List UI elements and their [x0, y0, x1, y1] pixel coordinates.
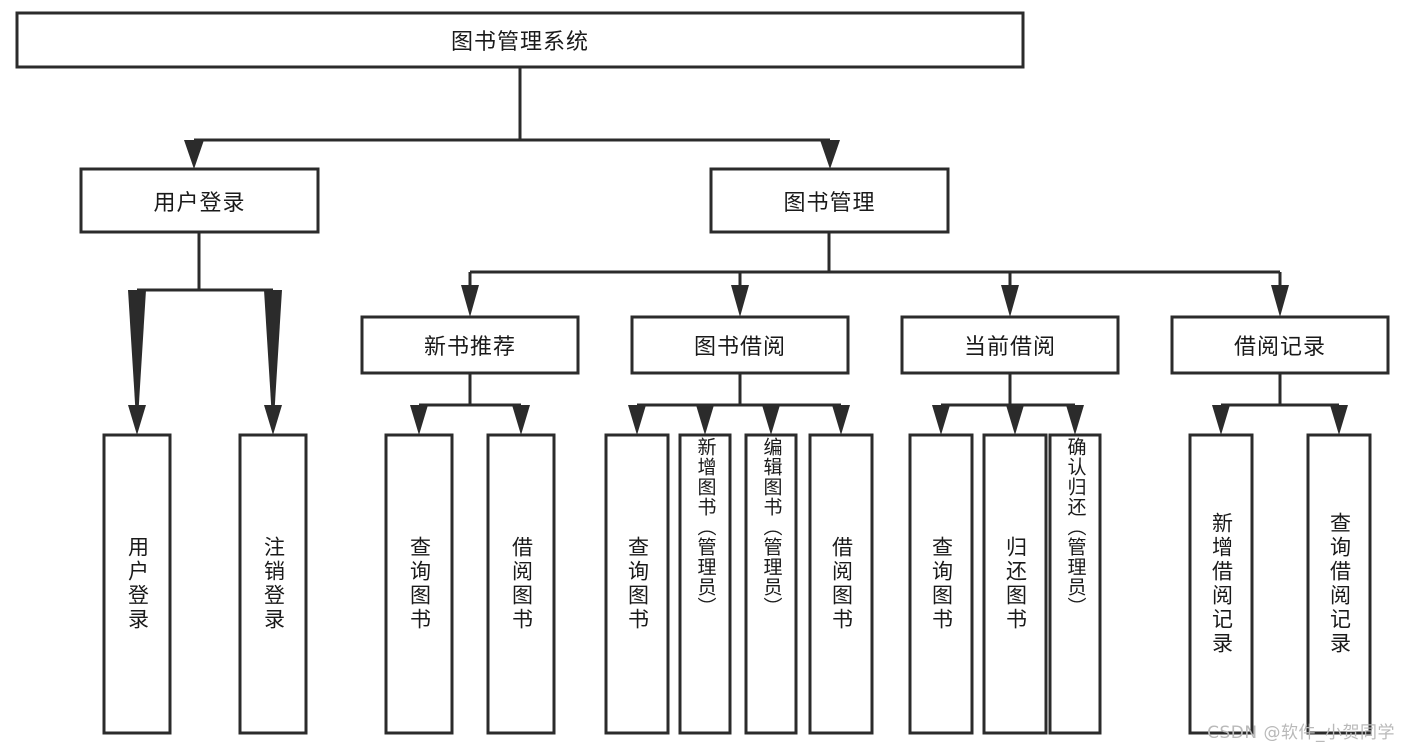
- node-box-new-book-recommend[interactable]: [360, 315, 580, 375]
- arrow-head-icon: [410, 405, 428, 435]
- arrow-head-icon: [461, 285, 479, 317]
- arrow-head-icon: [696, 405, 714, 435]
- node-box-leaf-query-book-1[interactable]: [384, 433, 454, 735]
- node-box-leaf-query-book-2[interactable]: [604, 433, 670, 735]
- arrow-head-icon: [1212, 405, 1230, 435]
- connector-currentborrow-to-leaves: [932, 373, 1084, 435]
- connector-userlogin-to-leaves: [128, 232, 282, 435]
- arrow-head-icon: [731, 285, 749, 317]
- arrow-head-icon: [512, 405, 530, 435]
- arrow-head-icon: [264, 405, 282, 435]
- node-box-user-login[interactable]: [79, 167, 320, 234]
- node-box-leaf-add-book[interactable]: [678, 433, 732, 735]
- arrow-head-icon: [628, 405, 646, 435]
- watermark-text: CSDN @软件_小贺同学: [1207, 723, 1395, 743]
- arrow-head-icon: [1006, 405, 1024, 435]
- node-box-leaf-query-book-3[interactable]: [908, 433, 974, 735]
- arrow-head-icon: [832, 405, 850, 435]
- arrow-head-icon: [932, 405, 950, 435]
- node-box-root[interactable]: [15, 11, 1025, 69]
- arrow-head-icon: [820, 140, 840, 169]
- arrow-head-icon: [128, 405, 146, 435]
- node-box-leaf-add-record[interactable]: [1188, 433, 1254, 735]
- arrow-head-icon: [1066, 405, 1084, 435]
- node-box-current-borrow[interactable]: [900, 315, 1120, 375]
- node-box-leaf-edit-book[interactable]: [744, 433, 798, 735]
- arrow-head-icon: [184, 140, 204, 169]
- node-box-leaf-query-record[interactable]: [1306, 433, 1372, 735]
- arrow-head-icon: [1271, 285, 1289, 317]
- connector-borrowrecord-to-leaves: [1212, 373, 1348, 435]
- connector-newbook-to-leaves: [410, 373, 530, 435]
- node-box-borrow-record[interactable]: [1170, 315, 1390, 375]
- node-box-leaf-confirm-return[interactable]: [1048, 433, 1102, 735]
- node-box-book-borrow[interactable]: [630, 315, 850, 375]
- node-box-leaf-logout[interactable]: [238, 433, 308, 735]
- node-box-leaf-return-book[interactable]: [982, 433, 1048, 735]
- arrow-head-icon: [762, 405, 780, 435]
- arrow-head-icon: [1330, 405, 1348, 435]
- node-box-leaf-borrow-book-1[interactable]: [486, 433, 556, 735]
- node-box-book-manage[interactable]: [709, 167, 950, 234]
- connector-root-to-level2: [184, 67, 840, 169]
- connector-bookborrow-to-leaves: [628, 373, 850, 435]
- node-box-leaf-user-login[interactable]: [102, 433, 172, 735]
- node-box-leaf-borrow-book-2[interactable]: [808, 433, 874, 735]
- connector-bookmanage-to-level3: [461, 232, 1289, 317]
- arrow-head-icon: [1001, 285, 1019, 317]
